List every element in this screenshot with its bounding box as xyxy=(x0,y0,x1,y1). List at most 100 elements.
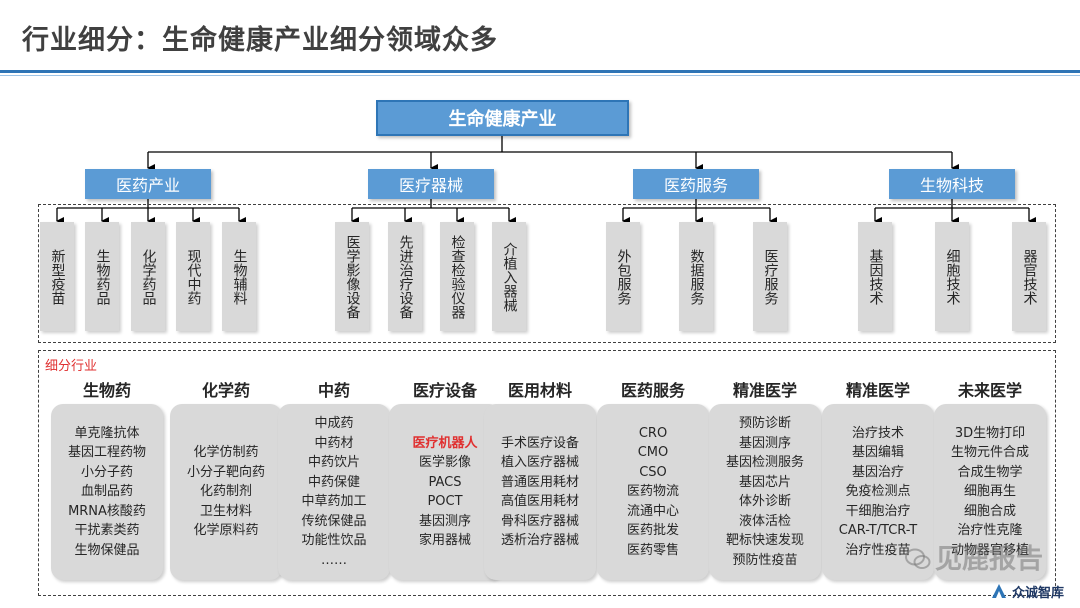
segment-item: 治疗性疫苗 xyxy=(845,542,911,558)
segment-item: 单克隆抗体 xyxy=(74,425,140,441)
segment-item: 基因测序 xyxy=(418,513,471,529)
segment-item: 液体活检 xyxy=(738,513,791,529)
sub-item: 介植入器械 xyxy=(492,222,526,331)
segment-panel: 化学仿制药小分子靶向药化药制剂卫生材料化学原料药 xyxy=(170,404,282,580)
segment-item: 家用器械 xyxy=(418,533,471,548)
segment-item: 干扰素类药 xyxy=(74,523,140,539)
segment-item: 基因测序 xyxy=(738,435,791,451)
sub-item: 化学药品 xyxy=(131,222,165,331)
sub-item: 新型疫苗 xyxy=(40,222,74,331)
segment-item: 骨科医疗器械 xyxy=(500,513,579,529)
sub-item: 医学影像设备 xyxy=(335,222,369,331)
segment-item: 治疗性克隆 xyxy=(957,523,1023,539)
segment-panel: CRO CMO CSO 医药物流流通中心医药批发医药零售 xyxy=(597,404,709,580)
segment-item: 基因治疗 xyxy=(851,464,904,480)
sub-item: 器官技术 xyxy=(1012,222,1046,331)
segment-item: 医药零售 xyxy=(626,542,679,558)
sub-item: 基因技术 xyxy=(858,222,892,331)
segment-item: 医学影像 xyxy=(418,455,471,470)
segment-item: MRNA核酸药 xyxy=(68,503,146,519)
segment-item: 小分子靶向药 xyxy=(186,464,265,480)
segment-item: 植入医疗器械 xyxy=(500,455,579,470)
segment-panel: 单克隆抗体基因工程药物小分子药血制品药 MRNA核酸药干扰素类药生物保健品 xyxy=(51,404,163,580)
segment-item: 化学仿制药 xyxy=(193,445,259,461)
segment-title: 医疗设备 xyxy=(412,381,477,400)
category-services: 医药服务 xyxy=(633,169,759,199)
segment-item: CAR-T/TCR-T xyxy=(838,523,918,539)
segment-item: 化药制剂 xyxy=(199,484,252,500)
segment-item: 免疫检测点 xyxy=(845,484,911,500)
title-divider xyxy=(0,70,1080,73)
segment-title: 精准医学 xyxy=(732,381,797,400)
segment-panel: 3D生物打印生物元件合成合成生物学细胞再生细胞合成治疗性克隆动物器官移植 xyxy=(934,404,1046,580)
sub-item: 检查检验仪器 xyxy=(440,222,474,331)
segment-panel: 预防诊断基因测序基因检测服务基因芯片体外诊断液体活检靶标快速发现预防性疫苗 xyxy=(709,404,821,580)
segment-item: 3D生物打印 xyxy=(954,425,1026,441)
segment-item: POCT xyxy=(427,494,463,509)
sub-item: 医疗服务 xyxy=(753,222,787,331)
segment-item: 透析治疗器械 xyxy=(500,533,579,548)
segment-item: 体外诊断 xyxy=(738,494,791,509)
segments-label: 细分行业 xyxy=(45,359,98,374)
sub-item: 生物辅料 xyxy=(222,222,256,331)
segment-item: 基因芯片 xyxy=(738,474,791,490)
segment-item: 流通中心 xyxy=(626,503,679,519)
subcategory-group-frame xyxy=(38,204,1056,343)
segment-item: 基因工程药物 xyxy=(67,445,146,461)
segment-panel: 手术医疗设备植入医疗器械普通医用耗材高值医用耗材骨科医疗器械透析治疗器械 xyxy=(484,404,596,580)
title-divider-thin xyxy=(0,75,1080,76)
segment-title: 未来医学 xyxy=(957,381,1022,400)
sub-item: 外包服务 xyxy=(606,222,640,331)
segment-item: 中药材 xyxy=(314,435,354,451)
segment-item: 小分子药 xyxy=(80,464,133,480)
segment-item: 细胞再生 xyxy=(963,484,1016,500)
segment-item: CRO xyxy=(638,425,668,441)
segment-title: 中药 xyxy=(317,381,350,400)
sub-item: 数据服务 xyxy=(679,222,713,331)
segment-item: 普通医用耗材 xyxy=(500,474,579,490)
sub-item: 先进治疗设备 xyxy=(388,222,422,331)
sub-item: 现代中药 xyxy=(176,222,210,331)
segment-item: 干细胞治疗 xyxy=(845,503,911,519)
segment-item: 医药物流 xyxy=(626,484,679,500)
segment-item: CSO xyxy=(639,464,667,480)
category-devices: 医疗器械 xyxy=(368,169,494,199)
logo-icon xyxy=(992,584,1006,598)
segment-item: 细胞合成 xyxy=(963,503,1016,519)
category-biotech: 生物科技 xyxy=(889,169,1015,199)
segment-panel: 中成药中药材中药饮片中药保健中草药加工传统保健品功能性饮品…… xyxy=(278,404,390,580)
segment-item: …… xyxy=(321,552,347,568)
segment-item: 动物器官移植 xyxy=(950,542,1029,558)
segment-item: 化学原料药 xyxy=(193,523,259,539)
segment-item: 预防性疫苗 xyxy=(732,552,798,568)
segment-item: 卫生材料 xyxy=(199,503,252,519)
segment-item: 预防诊断 xyxy=(738,416,791,431)
segment-title: 医用材料 xyxy=(507,381,572,400)
page-title: 行业细分：生命健康产业细分领域众多 xyxy=(22,25,498,56)
segment-item: 靶标快速发现 xyxy=(725,533,804,548)
sub-item: 生物药品 xyxy=(85,222,119,331)
wechat-icon xyxy=(905,548,931,574)
segment-item: 合成生物学 xyxy=(957,464,1023,480)
segment-item: 基因编辑 xyxy=(851,445,904,461)
segment-item: 中草药加工 xyxy=(301,494,367,509)
logo-text: 众诚智库 xyxy=(1012,585,1065,601)
segment-item: 高值医用耗材 xyxy=(500,494,579,509)
segment-title: 化学药 xyxy=(201,381,250,400)
segment-item: CMO xyxy=(637,445,669,461)
brand-logo: 众诚智库 xyxy=(990,578,1072,604)
segment-item: 医药批发 xyxy=(626,523,679,539)
category-pharma: 医药产业 xyxy=(85,169,211,199)
segment-item: 手术医疗设备 xyxy=(500,435,579,451)
segment-item: 血制品药 xyxy=(80,484,133,500)
segment-item: 中成药 xyxy=(314,416,354,431)
segment-item: 医疗机器人 xyxy=(412,435,478,451)
segment-item: 基因检测服务 xyxy=(725,455,804,470)
segment-item: 生物保健品 xyxy=(74,542,140,558)
segment-item: 中药饮片 xyxy=(307,455,360,470)
segment-item: 中药保健 xyxy=(307,474,360,490)
segment-title: 精准医学 xyxy=(845,381,910,400)
segment-item: 功能性饮品 xyxy=(301,533,367,548)
